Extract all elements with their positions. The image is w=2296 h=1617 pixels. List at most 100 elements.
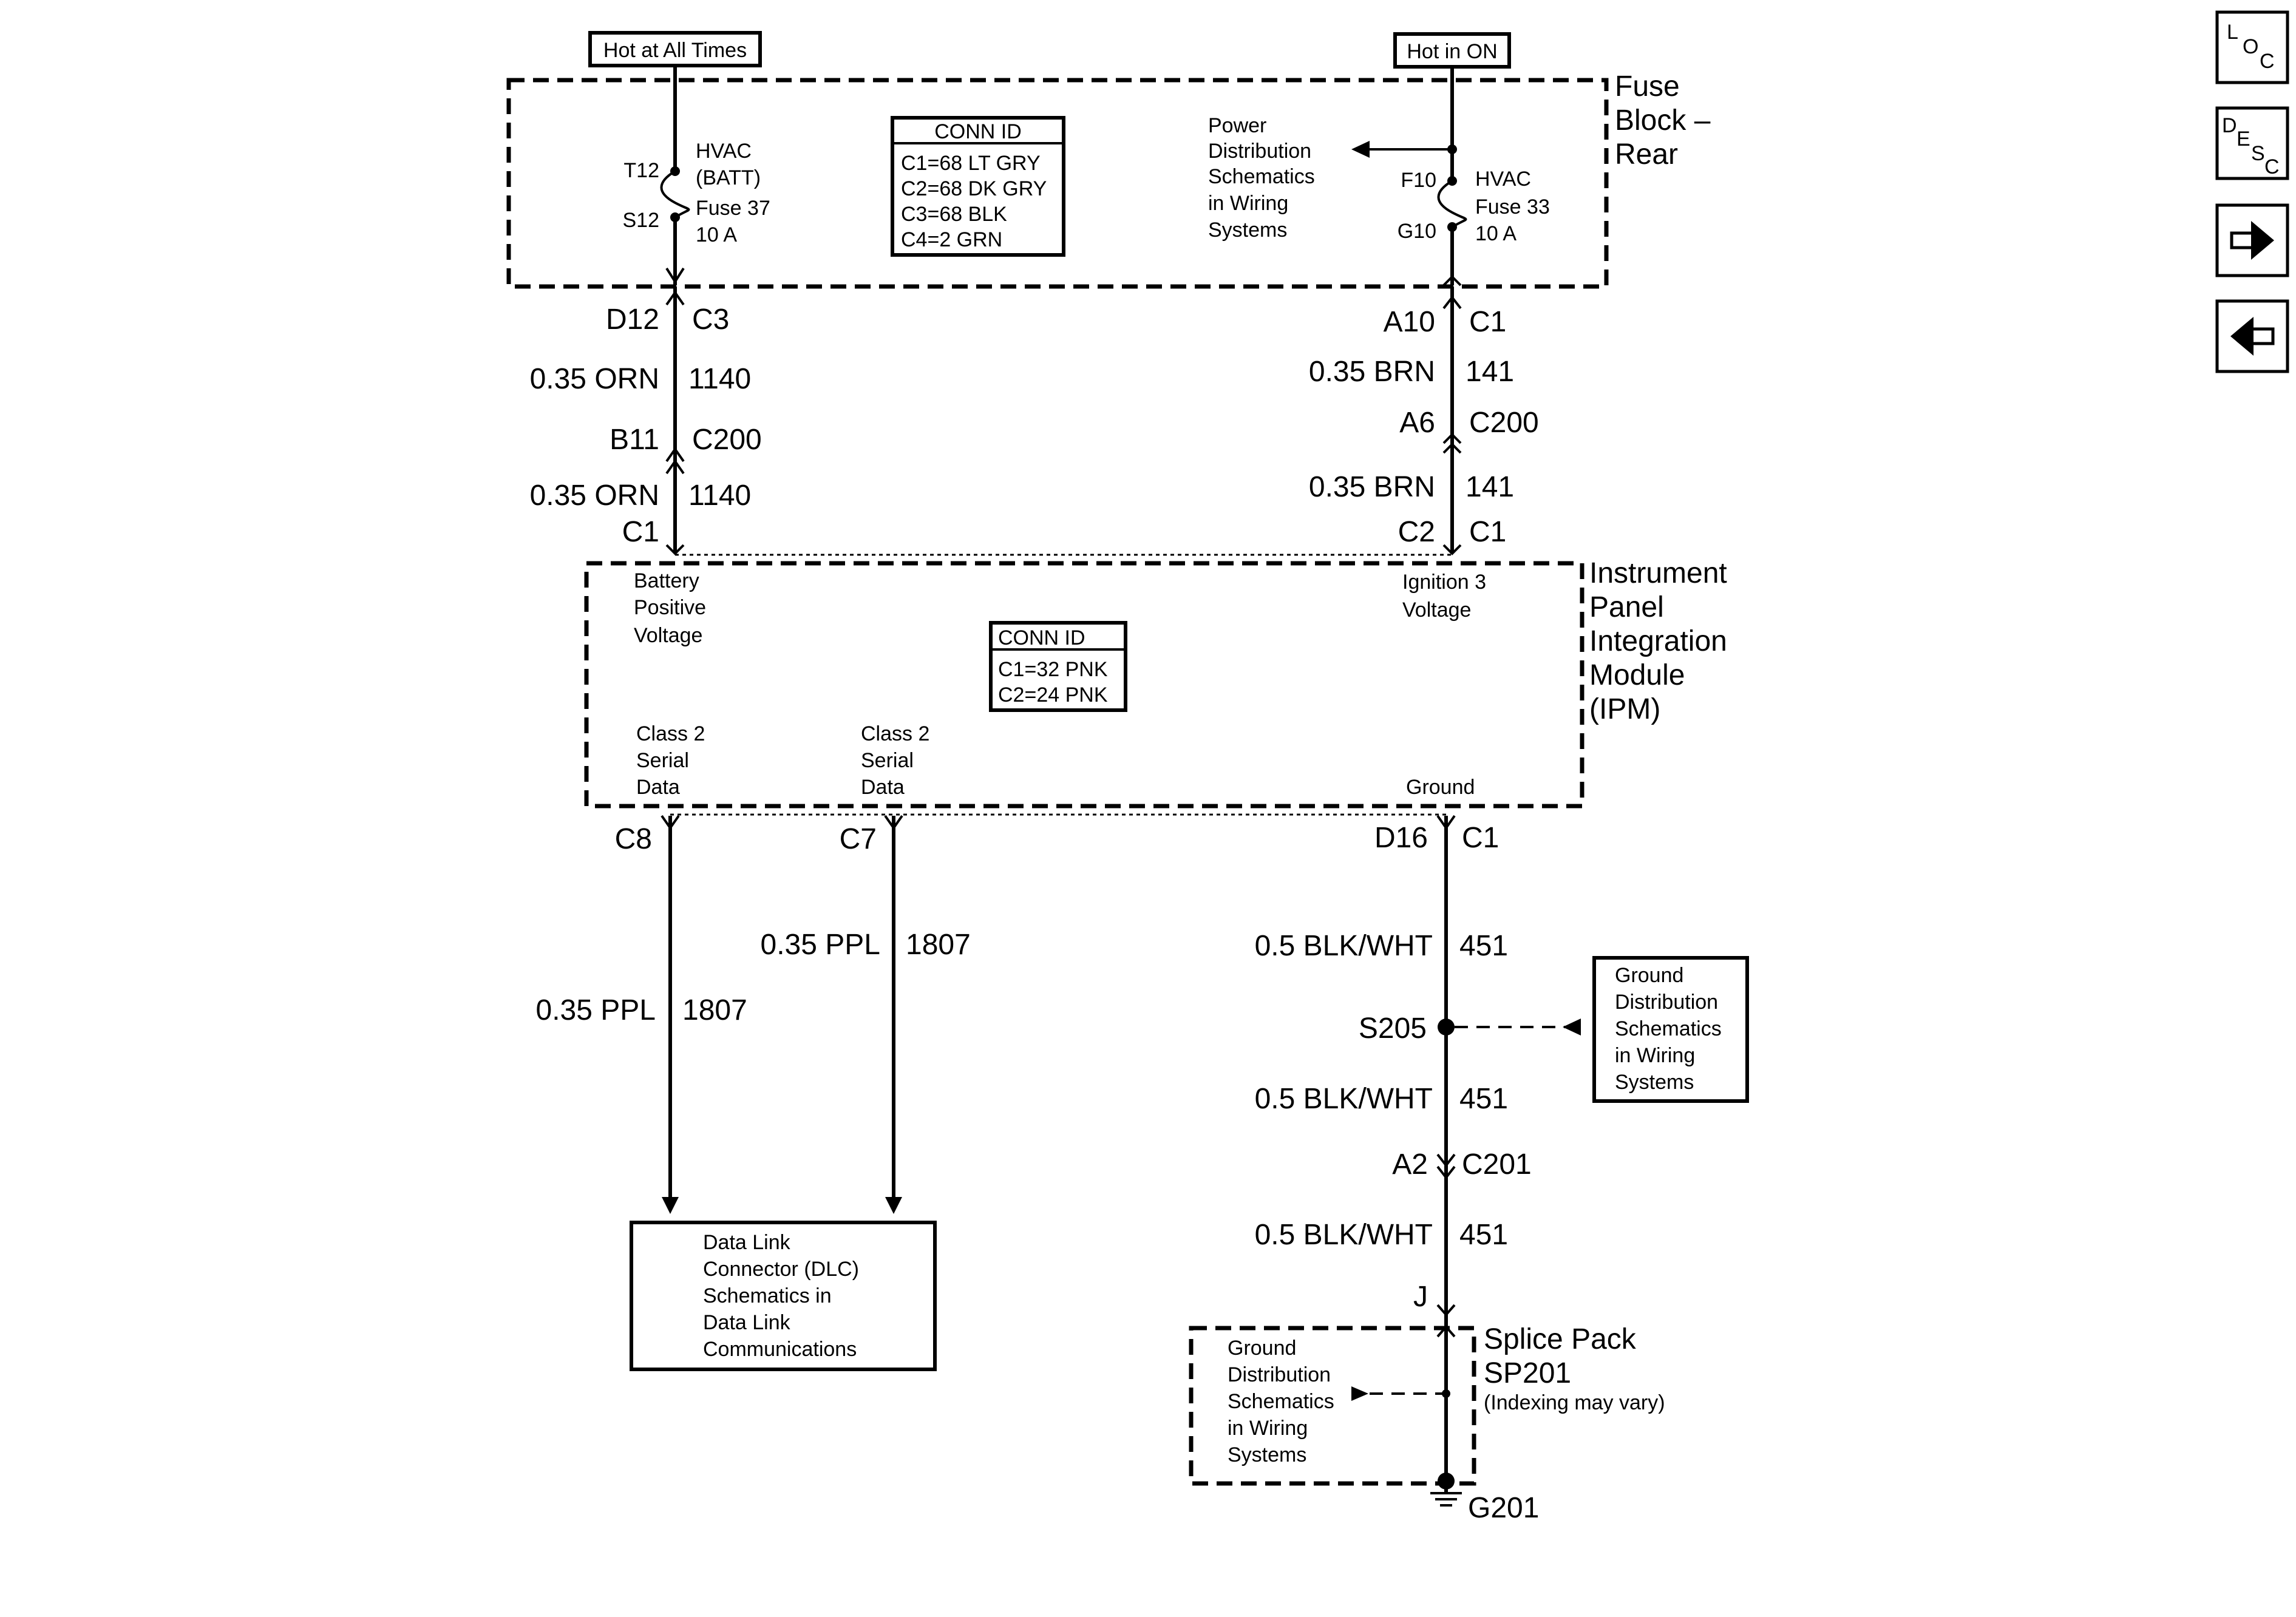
diagram-label: Rear <box>1615 138 1678 171</box>
diagram-label: C <box>2260 50 2275 73</box>
diagram-label: 1140 <box>688 363 751 395</box>
diagram-label: Systems <box>1615 1071 1694 1094</box>
diagram-label: Ground <box>1406 776 1475 799</box>
diagram-label: HVAC <box>696 140 752 163</box>
diagram-label: C1 <box>622 516 659 548</box>
splice-s205 <box>1438 1019 1455 1036</box>
diagram-label: S <box>2251 142 2265 165</box>
diagram-label: Hot at All Times <box>603 39 747 62</box>
diagram-label: E <box>2237 127 2250 151</box>
hot-in-on-label: Hot in ON <box>1393 32 1511 69</box>
diagram-label: L <box>2227 21 2238 44</box>
diagram-label: A2 <box>1392 1148 1428 1181</box>
diagram-label: C1 <box>1462 822 1499 854</box>
diagram-label: Battery <box>634 569 699 592</box>
diagram-label: Data Link <box>703 1231 791 1254</box>
diagram-label: Distribution <box>1228 1363 1331 1386</box>
diagram-label: 451 <box>1459 930 1508 962</box>
diagram-label: Data <box>636 776 680 799</box>
diagram-label: A6 <box>1399 407 1435 439</box>
diagram-label: 0.35 PPL <box>761 929 880 961</box>
diagram-label: (IPM) <box>1589 693 1660 725</box>
diagram-label: D <box>2222 114 2237 137</box>
diagram-label: D16 <box>1374 822 1428 854</box>
diagram-label: (Indexing may vary) <box>1484 1391 1665 1414</box>
diagram-label: Serial <box>861 749 914 772</box>
fuse-37: T12 S12 HVAC (BATT) Fuse 37 10 A <box>623 66 770 285</box>
diagram-label: C2=68 DK GRY <box>901 177 1047 200</box>
diagram-label: in Wiring <box>1228 1417 1308 1440</box>
ipm-conn-id: CONN ID C1=32 PNK C2=24 PNK <box>989 621 1127 712</box>
diagram-label: C2=24 PNK <box>998 683 1108 707</box>
power-distribution-reference[interactable]: Power Distribution Schematics in Wiring … <box>1208 114 1452 242</box>
diagram-label: C200 <box>692 424 762 456</box>
diagram-label: Ground <box>1615 964 1683 987</box>
diagram-label: Hot in ON <box>1407 40 1497 63</box>
back-button[interactable] <box>2215 299 2289 373</box>
diagram-label: 141 <box>1466 471 1514 503</box>
diagram-label: Fuse 37 <box>696 197 770 220</box>
diagram-label: Fuse 33 <box>1475 195 1550 219</box>
diagram-label: C1=68 LT GRY <box>901 152 1041 175</box>
diagram-label: 0.35 BRN <box>1309 356 1435 388</box>
description-button[interactable]: D E S C <box>2215 106 2289 180</box>
diagram-label: Systems <box>1208 219 1287 242</box>
diagram-label: C1=32 PNK <box>998 658 1108 681</box>
diagram-label: Data <box>861 776 905 799</box>
diagram-label: Schematics in <box>703 1284 832 1307</box>
diagram-label: C200 <box>1469 407 1539 439</box>
fuse-block-conn-id: CONN ID C1=68 LT GRY C2=68 DK GRY C3=68 … <box>891 116 1065 257</box>
diagram-label: Voltage <box>1402 598 1471 622</box>
arrow-left-icon <box>2230 317 2275 356</box>
forward-button[interactable] <box>2215 203 2289 277</box>
diagram-label: SP201 <box>1484 1357 1571 1389</box>
diagram-label: CONN ID <box>998 626 1085 649</box>
diagram-label: Ignition 3 <box>1402 571 1486 594</box>
hot-at-all-times-label: Hot at All Times <box>588 31 762 67</box>
diagram-label: 1807 <box>906 929 971 961</box>
fuse-33: F10 G10 HVAC Fuse 33 10 A <box>1398 67 1550 285</box>
circuit-451: D16 C1 0.5 BLK/WHT 451 S205 0.5 BLK/WHT … <box>1255 815 1532 1481</box>
diagram-label: Fuse <box>1615 70 1680 103</box>
diagram-label: C <box>2264 155 2280 178</box>
diagram-label: 1807 <box>682 994 747 1026</box>
diagram-label: S205 <box>1359 1012 1427 1045</box>
diagram-label: Voltage <box>634 624 702 647</box>
diagram-label: Block – <box>1615 104 1711 137</box>
ground-g201: G201 <box>1430 1481 1539 1524</box>
fuse-block-rear: Fuse Block – Rear CONN ID C1=68 LT GRY C… <box>506 66 1711 289</box>
location-button[interactable]: L O C <box>2215 10 2289 84</box>
diagram-label: 0.35 PPL <box>536 994 656 1026</box>
diagram-label: Schematics <box>1228 1390 1334 1413</box>
diagram-label: G10 <box>1398 220 1436 243</box>
diagram-label: J <box>1413 1281 1428 1313</box>
diagram-label: Power <box>1208 114 1266 137</box>
diagram-label: C1 <box>1469 516 1506 548</box>
diagram-label: G201 <box>1468 1492 1539 1524</box>
diagram-label: 1140 <box>688 480 751 512</box>
diagram-label: 451 <box>1459 1083 1508 1115</box>
diagram-label: A10 <box>1384 306 1435 338</box>
diagram-label: Ground <box>1228 1337 1296 1360</box>
ground-distribution-reference-right[interactable]: Ground Distribution Schematics in Wiring… <box>1455 956 1749 1103</box>
diagram-label: Panel <box>1589 591 1664 623</box>
ground-distribution-reference-inner[interactable]: Ground Distribution Schematics in Wiring… <box>1228 1337 1450 1466</box>
circuit-1807-b: C7 0.35 PPL 1807 <box>761 815 971 1214</box>
instrument-panel-integration-module: Instrument Panel Integration Module (IPM… <box>584 554 1727 816</box>
diagram-label: in Wiring <box>1615 1044 1695 1067</box>
diagram-label: Schematics <box>1208 165 1315 188</box>
dlc-reference[interactable]: Data Link Connector (DLC) Schematics in … <box>630 1221 937 1371</box>
circuit-1807-a: C8 0.35 PPL 1807 <box>536 815 747 1214</box>
diagram-label: 0.5 BLK/WHT <box>1255 930 1433 962</box>
circuit-1140: D12 C3 0.35 ORN 1140 B11 C200 0.35 ORN 1… <box>530 267 762 555</box>
diagram-label: B11 <box>610 424 659 456</box>
diagram-label: Communications <box>703 1338 857 1361</box>
diagram-label: C7 <box>840 823 877 855</box>
diagram-label: C4=2 GRN <box>901 228 1002 251</box>
diagram-label: C2 <box>1398 516 1435 548</box>
diagram-label: C1 <box>1469 306 1506 338</box>
diagram-label: Class 2 <box>861 722 929 745</box>
diagram-label: Data Link <box>703 1311 791 1334</box>
diagram-label: Positive <box>634 596 706 619</box>
